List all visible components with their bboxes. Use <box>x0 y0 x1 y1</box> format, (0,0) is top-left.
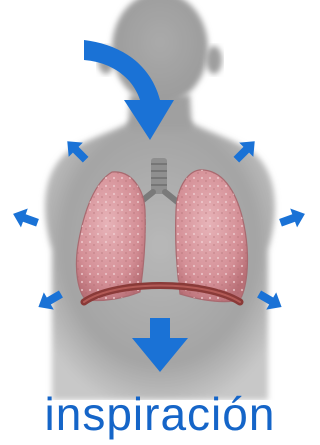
caption-inspiracion: inspiración <box>0 388 320 440</box>
arrow-outward-icon <box>277 204 308 232</box>
arrow-outward-icon <box>10 204 41 232</box>
breathing-illustration <box>0 0 320 400</box>
